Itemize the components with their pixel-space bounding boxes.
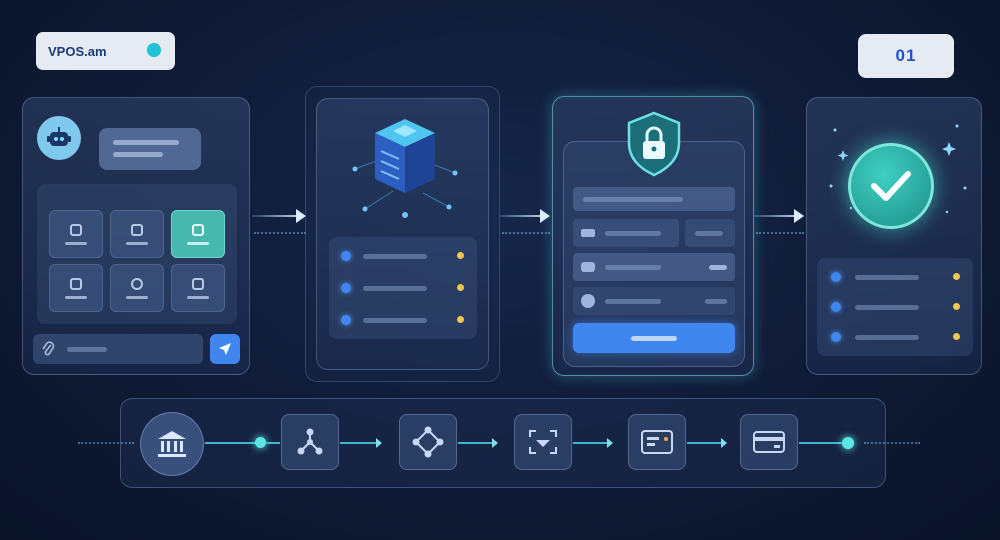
flow-connector xyxy=(573,438,613,448)
processing-panel xyxy=(316,98,489,370)
flow-connector xyxy=(266,442,280,444)
app-tile-6[interactable] xyxy=(171,264,225,312)
chat-bubble xyxy=(99,128,201,170)
cube-icon xyxy=(352,119,458,218)
send-button[interactable] xyxy=(210,334,240,364)
app-tile-icon xyxy=(192,277,204,290)
flow-connector xyxy=(687,438,727,448)
list-item xyxy=(817,292,973,322)
app-tile-3-active[interactable] xyxy=(171,210,225,258)
terminal-icon[interactable] xyxy=(628,414,686,470)
chat-panel xyxy=(22,97,250,375)
network-icon[interactable] xyxy=(281,414,339,470)
checkmark-icon xyxy=(848,143,934,229)
processing-list xyxy=(329,237,477,339)
flow-connector xyxy=(458,438,498,448)
app-tile-icon xyxy=(70,277,82,290)
app-tile-1[interactable] xyxy=(49,210,103,258)
transfer-icon[interactable] xyxy=(514,414,572,470)
list-item xyxy=(329,273,477,303)
form-field-1-aux[interactable] xyxy=(685,219,735,247)
app-tile-icon xyxy=(131,277,143,290)
flow-dotted-2 xyxy=(502,232,550,234)
nodes-icon[interactable] xyxy=(399,414,457,470)
lock-shield-icon xyxy=(627,111,681,177)
app-grid xyxy=(37,184,237,324)
form-header-field[interactable] xyxy=(573,187,735,211)
flow-dotted-3 xyxy=(756,232,804,234)
flow-arrow-2 xyxy=(500,209,550,223)
list-item xyxy=(329,305,477,335)
flow-arrow-1 xyxy=(252,209,306,223)
flow-connector xyxy=(205,442,257,444)
app-tile-icon xyxy=(131,223,143,236)
sparkle-icon xyxy=(829,124,967,214)
message-input[interactable] xyxy=(33,334,203,364)
form-field-1[interactable] xyxy=(573,219,679,247)
list-item xyxy=(817,322,973,352)
bank-icon[interactable] xyxy=(140,412,204,476)
flow-node-dot xyxy=(842,437,854,449)
list-item xyxy=(817,262,973,292)
flow-arrow-3 xyxy=(754,209,804,223)
paperclip-icon[interactable] xyxy=(41,341,55,357)
submit-button[interactable] xyxy=(573,323,735,353)
flow-strip-lead-in xyxy=(78,442,134,444)
success-panel xyxy=(806,97,982,375)
flow-connector xyxy=(799,442,843,444)
security-panel xyxy=(552,96,754,376)
flow-strip-lead-out xyxy=(864,442,920,444)
status-dot-icon xyxy=(147,43,161,57)
brand-label: VPOS.am xyxy=(36,32,175,70)
summary-list xyxy=(817,258,973,356)
form-field-3[interactable] xyxy=(573,287,735,315)
brand-name: VPOS.am xyxy=(48,43,107,59)
card-icon[interactable] xyxy=(740,414,798,470)
form-field-2[interactable] xyxy=(573,253,735,281)
app-tile-4[interactable] xyxy=(49,264,103,312)
app-tile-5[interactable] xyxy=(110,264,164,312)
robot-icon xyxy=(37,116,81,160)
flow-dotted-1 xyxy=(254,232,306,234)
page-number: 01 xyxy=(858,34,954,78)
flow-node-dot xyxy=(255,437,266,448)
send-icon xyxy=(219,343,231,355)
app-tile-icon xyxy=(192,223,204,236)
flow-connector xyxy=(340,438,382,448)
app-tile-icon xyxy=(70,223,82,236)
app-tile-2[interactable] xyxy=(110,210,164,258)
list-item xyxy=(329,241,477,271)
